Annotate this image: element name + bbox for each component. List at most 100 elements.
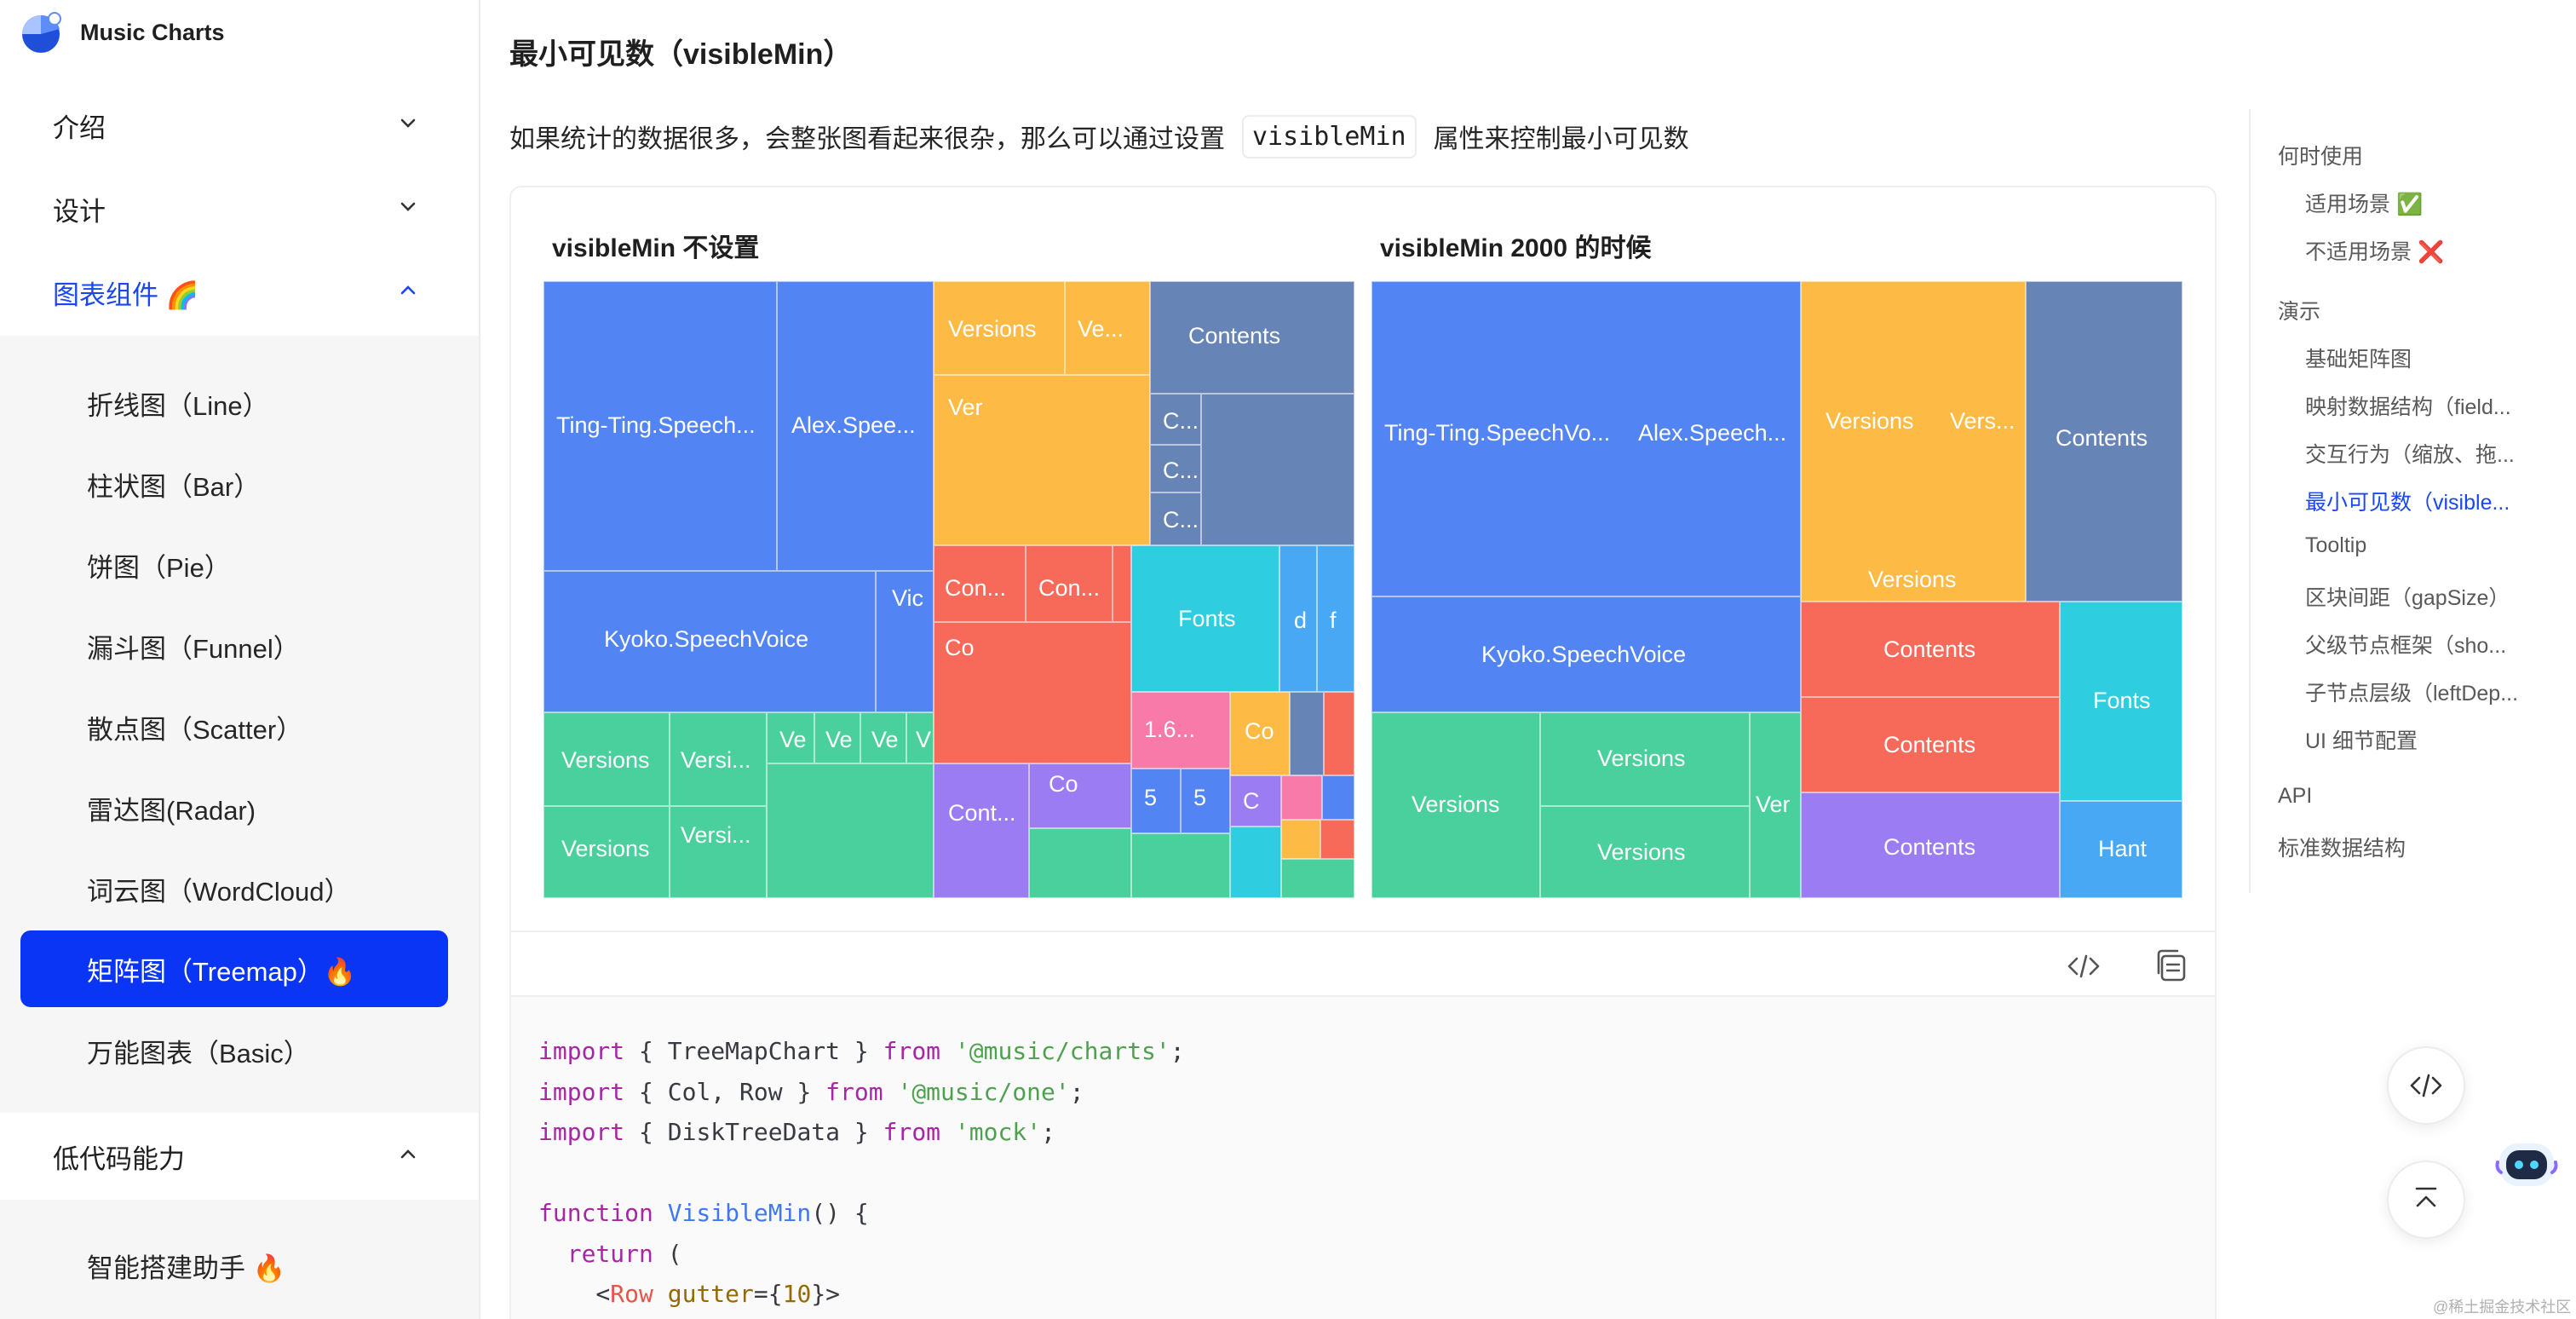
treemap-cell[interactable]: Ting-Ting.Speech... — [543, 281, 777, 571]
treemap-cell[interactable]: Alex.Spee... — [777, 281, 934, 571]
treemap-cell[interactable]: Versi... — [670, 806, 767, 898]
treemap-cell[interactable]: Ve... — [1065, 281, 1150, 375]
treemap-cell[interactable]: C... — [1150, 445, 1201, 492]
treemap-cell[interactable] — [1322, 775, 1354, 820]
treemap-cell[interactable]: Ve — [860, 712, 906, 763]
treemap-cell[interactable]: Versions — [1371, 712, 1540, 898]
treemap-cell-label: d — [1294, 608, 1308, 633]
toc-item-tooltip[interactable]: Tooltip — [2305, 533, 2367, 557]
treemap-cell[interactable]: C... — [1150, 492, 1201, 545]
treemap-cell[interactable]: Contents — [1801, 792, 2060, 898]
toc-item-gapsize[interactable]: 区块间距（gapSize） — [2305, 586, 2510, 610]
treemap-cell[interactable]: Versions — [1540, 806, 1750, 898]
treemap-cell[interactable]: 1.6... — [1131, 692, 1230, 769]
treemap-cell[interactable] — [1281, 820, 1320, 859]
treemap-cell[interactable] — [1113, 545, 1131, 622]
toggle-code-button[interactable] — [2063, 946, 2104, 987]
menu-group-chart-components[interactable]: 图表组件 🌈 — [0, 251, 479, 334]
treemap-cell[interactable] — [1029, 828, 1131, 898]
sidebar-item-wordcloud[interactable]: 词云图（WordCloud） — [0, 850, 479, 927]
treemap-cell[interactable] — [1281, 775, 1322, 820]
toc-item-parent-frame[interactable]: 父级节点框架（sho... — [2305, 634, 2507, 658]
treemap-cell[interactable] — [1230, 827, 1281, 898]
toc-item-field-mapping[interactable]: 映射数据结构（field... — [2305, 395, 2511, 419]
treemap-cell[interactable]: 5 — [1181, 769, 1230, 833]
treemap-cell[interactable]: Ver — [934, 375, 1150, 545]
toc-item-when-to-use[interactable]: 何时使用 — [2278, 145, 2364, 169]
treemap-cell[interactable]: Versions — [1540, 712, 1750, 806]
treemap-cell-label: Con... — [1038, 575, 1101, 601]
sidebar-item-line[interactable]: 折线图（Line） — [0, 365, 479, 441]
toc-item-api[interactable]: API — [2278, 784, 2313, 808]
treemap-cell[interactable]: 5 — [1131, 769, 1181, 833]
treemap-cell[interactable]: Contents — [1801, 697, 2060, 792]
treemap-cell[interactable]: C — [1230, 775, 1281, 827]
treemap-cell[interactable]: Contents — [2026, 281, 2182, 602]
treemap-cell[interactable]: Ting-Ting.SpeechVo...Alex.Speech... — [1371, 281, 1801, 596]
sidebar-item-builder-assistant[interactable]: 智能搭建助手 🔥 — [0, 1227, 479, 1304]
toc-item-unsuitable[interactable]: 不适用场景 ❌ — [2305, 240, 2445, 264]
treemap-cell[interactable]: Versions — [934, 281, 1065, 375]
treemap-visiblemin-2000[interactable]: Ting-Ting.SpeechVo...Alex.Speech... Kyok… — [1371, 281, 2182, 898]
treemap-cell[interactable]: Cont... — [934, 763, 1029, 898]
treemap-cell[interactable]: Vic — [876, 571, 934, 712]
menu-group-lowcode[interactable]: 低代码能力 — [0, 1115, 479, 1198]
float-code-button[interactable] — [2387, 1046, 2465, 1125]
toc-item-demo[interactable]: 演示 — [2278, 300, 2321, 324]
treemap-cell[interactable]: Hant — [2060, 801, 2182, 898]
treemap-cell[interactable]: Con... — [1026, 545, 1113, 622]
toc-item-data-structure[interactable]: 标准数据结构 — [2278, 837, 2406, 861]
treemap-cell[interactable]: Con... — [934, 545, 1026, 622]
sidebar-item-bar[interactable]: 柱状图（Bar） — [0, 446, 479, 522]
treemap-no-visiblemin[interactable]: Ting-Ting.Speech... Alex.Spee... Kyoko.S… — [543, 281, 1354, 898]
toc-item-visiblemin[interactable]: 最小可见数（visible... — [2305, 491, 2510, 515]
treemap-cell[interactable] — [1320, 820, 1354, 859]
treemap-cell[interactable] — [1290, 692, 1324, 775]
brand[interactable]: Music Charts — [15, 7, 225, 58]
copy-code-button[interactable] — [2150, 946, 2191, 987]
treemap-cell[interactable] — [1324, 692, 1354, 775]
treemap-cell[interactable]: Fonts — [2060, 602, 2182, 801]
treemap-cell[interactable]: Contents — [1801, 602, 2060, 697]
treemap-cell[interactable]: Fonts — [1131, 545, 1279, 692]
treemap-cell[interactable]: Ver — [1750, 712, 1801, 898]
menu-group-intro[interactable]: 介绍 — [0, 84, 479, 167]
treemap-cell[interactable] — [1281, 859, 1354, 898]
treemap-cell-label: Versions — [561, 836, 650, 861]
treemap-cell[interactable]: Versions — [543, 712, 670, 806]
toc-item-basic-treemap[interactable]: 基础矩阵图 — [2305, 348, 2412, 372]
treemap-cell[interactable] — [1201, 394, 1354, 545]
ai-assistant-icon[interactable] — [2494, 1132, 2559, 1196]
toc-item-ui-details[interactable]: UI 细节配置 — [2305, 729, 2418, 753]
toc-item-leaf-depth[interactable]: 子节点层级（leftDep... — [2305, 682, 2519, 706]
treemap-cell[interactable]: Ve — [814, 712, 860, 763]
treemap-cell[interactable] — [1131, 833, 1230, 898]
treemap-cell[interactable]: Versi... — [670, 712, 767, 806]
toc-item-suitable[interactable]: 适用场景 ✅ — [2305, 193, 2424, 216]
treemap-cell[interactable]: Co — [934, 622, 1131, 763]
sidebar-item-radar[interactable]: 雷达图(Radar) — [0, 769, 479, 846]
treemap-cell[interactable]: Co — [1230, 692, 1290, 775]
menu-group-design[interactable]: 设计 — [0, 167, 479, 251]
treemap-cell[interactable]: f — [1317, 545, 1354, 692]
treemap-cell[interactable]: Contents — [1150, 281, 1354, 394]
sidebar-item-basic[interactable]: 万能图表（Basic） — [0, 1012, 479, 1089]
treemap-cell[interactable]: V — [906, 712, 934, 763]
treemap-cell[interactable]: Kyoko.SpeechVoice — [543, 571, 876, 712]
treemap-cell[interactable]: Kyoko.SpeechVoice — [1371, 596, 1801, 712]
treemap-cell[interactable]: d — [1279, 545, 1317, 692]
code-block[interactable]: import { TreeMapChart } from '@music/cha… — [511, 997, 2215, 1319]
treemap-cell[interactable]: Versions — [543, 806, 670, 898]
toc-item-interaction[interactable]: 交互行为（缩放、拖... — [2305, 443, 2515, 467]
treemap-cell[interactable]: Co — [1029, 763, 1131, 828]
sidebar-item-funnel[interactable]: 漏斗图（Funnel） — [0, 608, 479, 684]
treemap-cell[interactable]: C... — [1150, 394, 1201, 445]
treemap-cell[interactable]: Ve — [767, 712, 814, 763]
treemap-cell-label: Alex.Spee... — [791, 412, 916, 438]
sidebar-item-treemap[interactable]: 矩阵图（Treemap）🔥 — [20, 930, 448, 1007]
sidebar-item-scatter[interactable]: 散点图（Scatter） — [0, 688, 479, 765]
sidebar-item-pie[interactable]: 饼图（Pie） — [0, 527, 479, 603]
back-to-top-button[interactable] — [2387, 1161, 2465, 1239]
treemap-cell[interactable] — [767, 763, 934, 898]
